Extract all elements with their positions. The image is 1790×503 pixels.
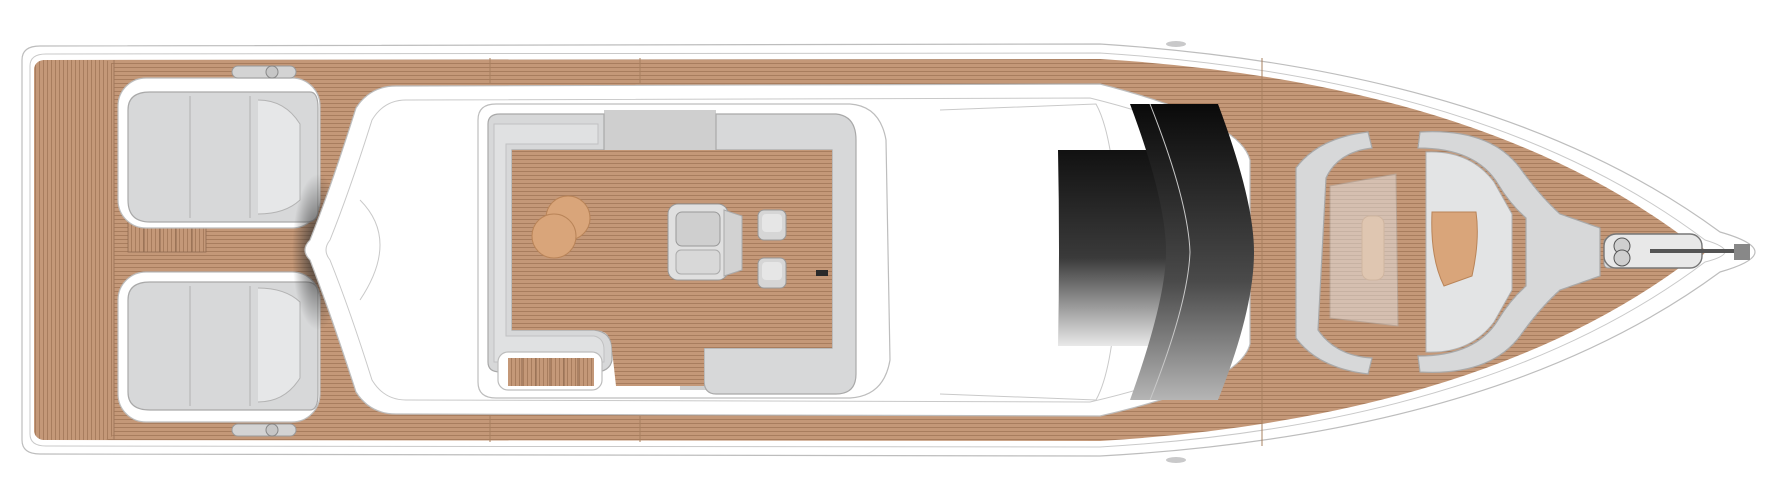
helm-station (667, 203, 743, 281)
carpet-aft (604, 110, 716, 150)
swim-platform (34, 60, 114, 440)
aft-cleats (231, 65, 297, 437)
cleat-icon (265, 423, 279, 437)
cleat-icon (265, 65, 279, 79)
flybridge-stairs (497, 351, 603, 391)
windscreen-side (1058, 150, 1166, 346)
fender (1166, 457, 1186, 463)
aft-sunpad-starboard (117, 271, 321, 423)
u-shaped-sofa (487, 113, 857, 395)
round-table (531, 213, 577, 259)
bow-anchor-area (1603, 233, 1750, 269)
windscreen-front (1130, 104, 1254, 400)
aft-sunpad-port (117, 77, 321, 229)
fender (1166, 41, 1186, 47)
foredeck-table (1431, 211, 1478, 287)
helm-chairs (757, 209, 828, 289)
foredeck-seating (1295, 131, 1601, 375)
